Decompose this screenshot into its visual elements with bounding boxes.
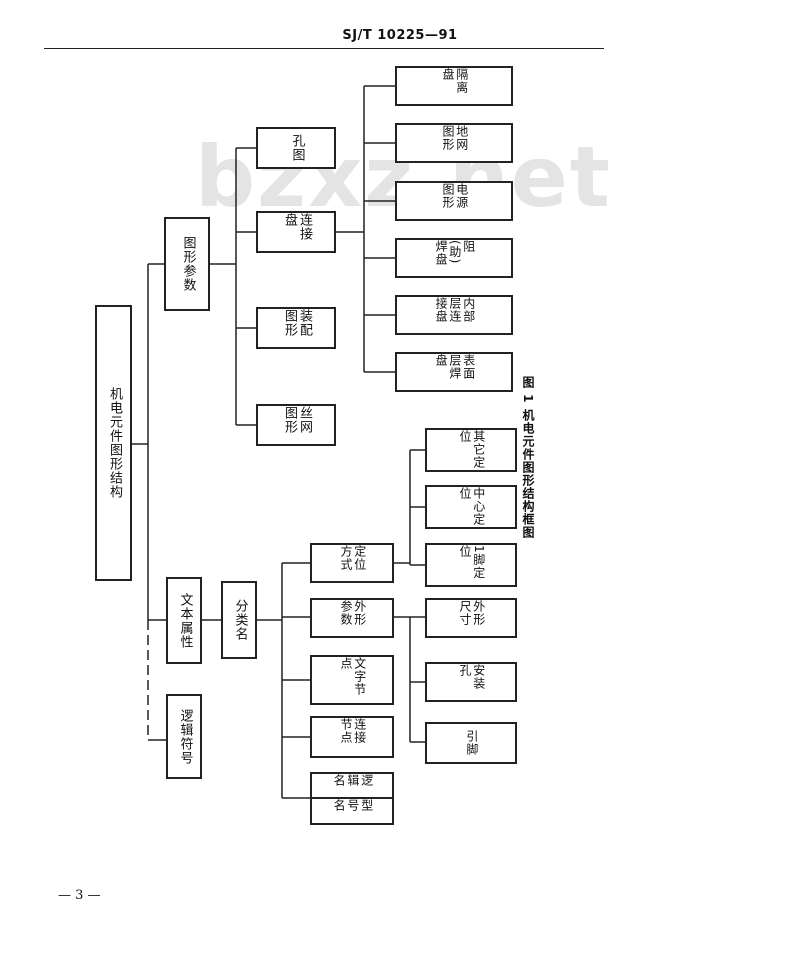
- center-positioning-node: 中心定位: [425, 485, 517, 529]
- ground-plane-node: 地网图形: [395, 123, 513, 163]
- pin1-positioning-label: 1脚定位: [458, 545, 486, 580]
- connection-node-node: 连接节点: [310, 716, 394, 758]
- isolation-pad-node: 隔离盘: [395, 66, 513, 106]
- power-plane-node: 电源图形: [395, 181, 513, 221]
- outline-params-label: 外形参数: [339, 600, 367, 626]
- silkscreen-graphic-node: 丝网图形: [256, 404, 336, 446]
- pin-lead-node: 引脚: [425, 722, 517, 764]
- ground-plane-label: 地网图形: [441, 125, 469, 151]
- model-name-node: 型号名: [310, 797, 394, 825]
- root-label: 机电元件图形结构: [106, 387, 122, 499]
- solder-mask-pad-node: 阻(助)焊盘: [395, 238, 513, 278]
- outline-dimensions-label: 外形尺寸: [458, 600, 486, 626]
- graphic-params-node: 图形参数: [164, 217, 210, 311]
- power-plane-label: 电源图形: [441, 183, 469, 209]
- silkscreen-graphic-label: 丝网图形: [282, 406, 312, 434]
- header-rule: [44, 48, 604, 49]
- outline-params-node: 外形参数: [310, 598, 394, 638]
- figure-caption: 图 1 机电元件图形结构框图: [521, 376, 535, 539]
- text-node-node: 文字节点: [310, 655, 394, 705]
- standard-code: SJ/T 10225—91: [342, 28, 458, 43]
- hole-pattern-node: 孔图: [256, 127, 336, 169]
- logic-name-label: 逻辑名: [332, 774, 374, 787]
- inner-layer-land-label: 内部层连接盘: [434, 297, 476, 323]
- model-name-label: 型号名: [332, 799, 374, 812]
- logic-name-node: 逻辑名: [310, 772, 394, 799]
- land-node: 连接盘: [256, 211, 336, 253]
- positioning-method-label: 定位方式: [339, 545, 367, 571]
- hole-pattern-label: 孔图: [289, 134, 305, 162]
- land-label: 连接盘: [282, 213, 312, 241]
- other-positioning-label: 其它定位: [458, 430, 486, 469]
- graphic-params-label: 图形参数: [180, 236, 196, 292]
- category-name-label: 分类名: [232, 599, 248, 641]
- mounting-hole-node: 安装孔: [425, 662, 517, 702]
- mounting-hole-label: 安装孔: [458, 664, 486, 690]
- other-positioning-node: 其它定位: [425, 428, 517, 472]
- logic-symbol-node: 逻辑符号: [166, 694, 202, 779]
- text-attributes-node: 文本属性: [166, 577, 202, 664]
- page-number: — 3 —: [58, 888, 101, 903]
- assembly-graphic-label: 装配图形: [282, 309, 312, 337]
- text-node-label: 文字节点: [339, 657, 367, 696]
- pin-lead-label: 引脚: [464, 730, 479, 756]
- positioning-method-node: 定位方式: [310, 543, 394, 583]
- pin1-positioning-node: 1脚定位: [425, 543, 517, 587]
- text-attributes-label: 文本属性: [177, 592, 193, 649]
- inner-layer-land-node: 内部层连接盘: [395, 295, 513, 335]
- surface-layer-pad-node: 表面层焊盘: [395, 352, 513, 392]
- center-positioning-label: 中心定位: [458, 487, 486, 526]
- logic-symbol-label: 逻辑符号: [177, 708, 193, 765]
- root-node: 机电元件图形结构: [95, 305, 132, 581]
- outline-dimensions-node: 外形尺寸: [425, 598, 517, 638]
- connection-node-label: 连接节点: [339, 718, 367, 744]
- category-name-node: 分类名: [221, 581, 257, 659]
- solder-mask-pad-label: 阻(助)焊盘: [434, 240, 476, 266]
- isolation-pad-label: 隔离盘: [441, 68, 469, 94]
- assembly-graphic-node: 装配图形: [256, 307, 336, 349]
- surface-layer-pad-label: 表面层焊盘: [434, 354, 476, 380]
